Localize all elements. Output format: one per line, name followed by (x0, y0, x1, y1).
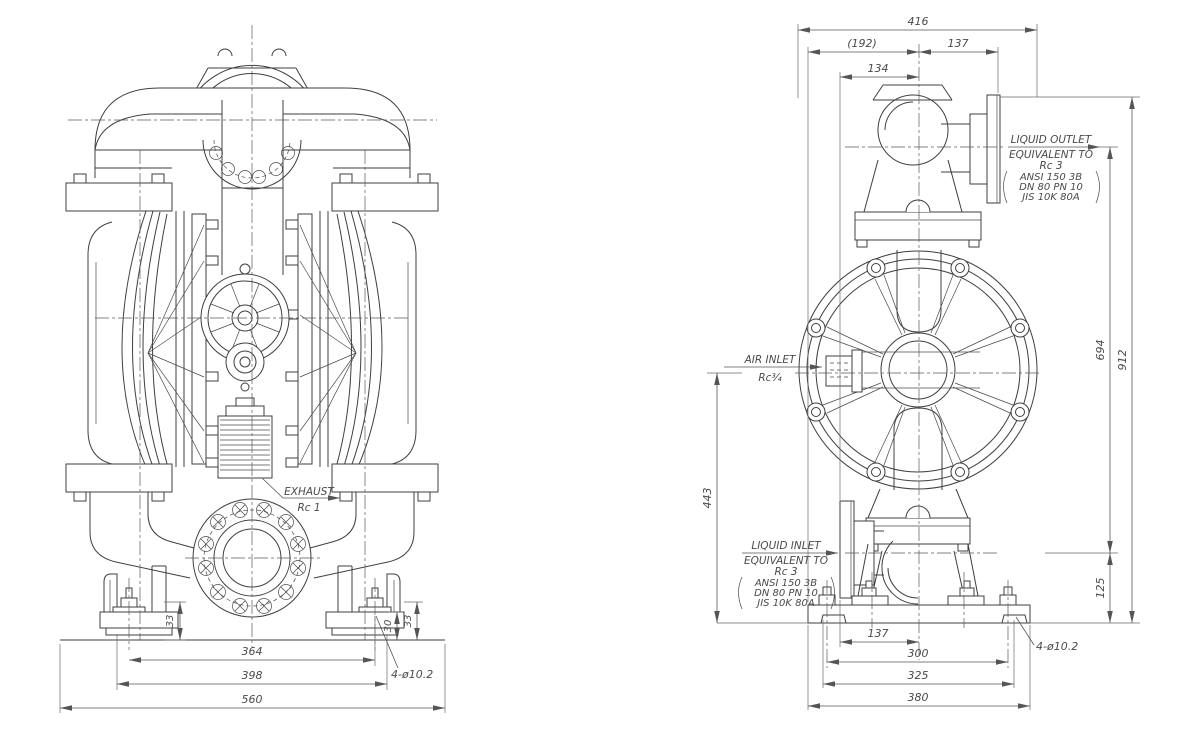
dim-364: 364 (242, 645, 263, 658)
front-view-chamber (65, 173, 219, 650)
dim-416: 416 (908, 15, 929, 28)
bottom-flange-bolts (198, 502, 306, 614)
front-view-centerlines (68, 25, 437, 648)
dim-912: 912 (1116, 350, 1129, 371)
dim-125: 125 (1094, 578, 1107, 599)
liquid-outlet-label: LIQUID OUTLET (1011, 134, 1093, 146)
liquid-inlet-label: LIQUID INLET (751, 540, 822, 552)
dim-foot-30-right: 30 (383, 620, 394, 633)
dim-325: 325 (908, 669, 929, 682)
dim-front-holes: 4-ø10.2 (391, 668, 433, 681)
air-valve-spokes (210, 283, 280, 353)
liquid-outlet-equivalent: EQUIVALENT TO (1009, 149, 1093, 161)
liquid-inlet-equivalent: EQUIVALENT TO (744, 555, 828, 567)
air-inlet-label-block: AIR INLET Rc¾ (724, 354, 822, 384)
side-chamber-rim-bolts (806, 258, 1030, 482)
liquid-inlet-label-block: LIQUID INLET EQUIVALENT TO Rc 3 ANSI 150… (738, 540, 838, 610)
front-view: EXHAUST Rc 1 364 398 560 4-ø10.2 33 (59, 25, 446, 713)
side-chamber-spokes (822, 274, 1014, 466)
muffler-ribs (220, 419, 270, 471)
liquid-outlet-jis: JIS 10K 80A (1020, 192, 1080, 203)
front-view-body (94, 48, 411, 275)
dim-300: 300 (908, 647, 929, 660)
liquid-inlet-size: Rc 3 (774, 566, 797, 578)
side-view-body (717, 84, 1140, 624)
dim-137-top: 137 (948, 37, 969, 50)
dim-137-base: 137 (868, 627, 889, 640)
liquid-inlet-dn: DN 80 PN 10 (754, 588, 818, 599)
side-view: LIQUID OUTLET EQUIVALENT TO Rc 3 ANSI 15… (701, 15, 1140, 710)
dim-134: 134 (868, 62, 889, 75)
dim-560: 560 (242, 693, 263, 706)
dim-398: 398 (242, 669, 263, 682)
front-view-exhaust-label: EXHAUST Rc 1 (261, 477, 340, 514)
liquid-outlet-dn: DN 80 PN 10 (1019, 182, 1083, 193)
air-inlet-label: AIR INLET (744, 354, 797, 366)
exhaust-label: EXHAUST (284, 486, 335, 498)
air-inlet-pad (851, 349, 863, 393)
side-view-centerlines (795, 44, 1042, 668)
dim-694: 694 (1094, 340, 1107, 361)
dim-192: (192) (847, 37, 877, 50)
air-inlet-fitting (825, 355, 853, 387)
dim-380: 380 (908, 691, 929, 704)
liquid-outlet-ansi: ANSI 150 3B (1019, 172, 1082, 183)
side-view-dimensions: 416 (192) 137 134 694 912 125 443 137 (701, 15, 1140, 710)
exhaust-size-label: Rc 1 (297, 502, 320, 514)
chamber-fan-ribs (147, 224, 205, 464)
liquid-inlet-ansi: ANSI 150 3B (754, 578, 817, 589)
dim-foot-33-left: 33 (165, 615, 176, 628)
dim-foot-33-right: 33 (403, 615, 414, 628)
air-inlet-size: Rc¾ (758, 372, 782, 384)
dim-side-holes: 4-ø10.2 (1036, 640, 1078, 653)
liquid-outlet-label-block: LIQUID OUTLET EQUIVALENT TO Rc 3 ANSI 15… (1003, 134, 1100, 204)
dim-443: 443 (701, 488, 714, 509)
front-view-dimensions: 364 398 560 4-ø10.2 33 30 33 (59, 601, 446, 713)
front-view-air-valve (200, 263, 290, 479)
liquid-inlet-jis: JIS 10K 80A (755, 598, 815, 609)
liquid-outlet-size: Rc 3 (1039, 160, 1062, 172)
